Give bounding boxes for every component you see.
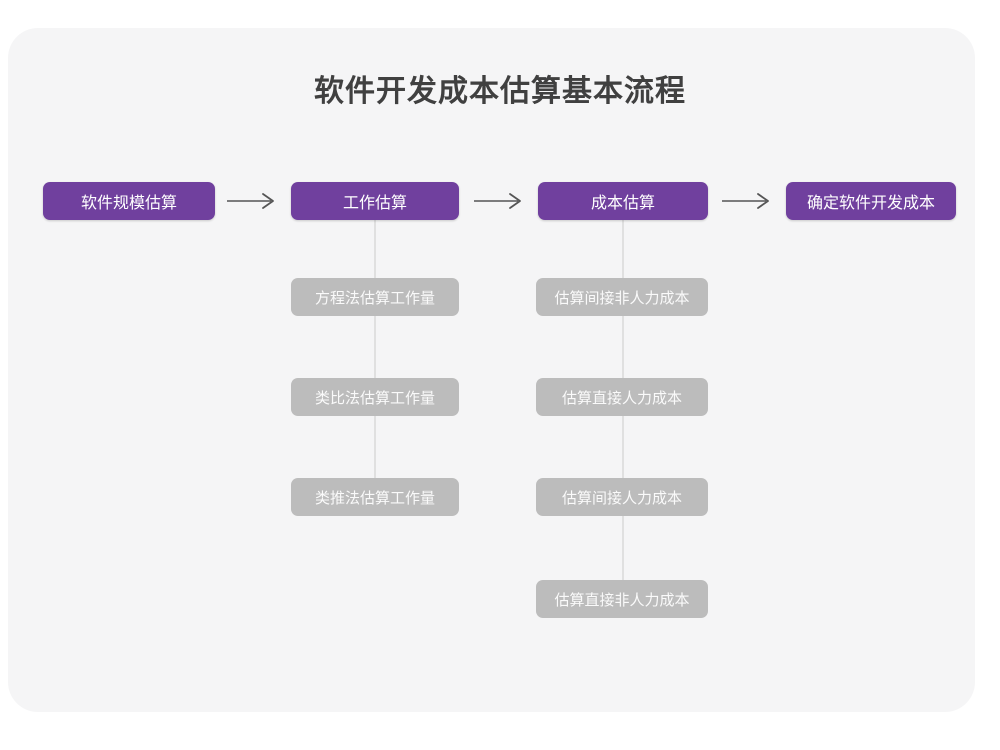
substep-box-direct-nonlabor-cost[interactable]: 估算直接非人力成本 <box>536 580 708 618</box>
stage-box-effort-estimation[interactable]: 工作估算 <box>291 182 459 220</box>
substep-box-indirect-labor-cost[interactable]: 估算间接人力成本 <box>536 478 708 516</box>
substep-box-effort-inference-method[interactable]: 类推法估算工作量 <box>291 478 459 516</box>
page-title: 软件开发成本估算基本流程 <box>314 75 686 108</box>
connector-line-stage2 <box>374 215 376 515</box>
arrow-right-icon-3 <box>720 190 776 212</box>
stage-box-cost-estimation[interactable]: 成本估算 <box>538 182 708 220</box>
arrow-right-icon-1 <box>225 190 281 212</box>
substep-box-effort-equation-method[interactable]: 方程法估算工作量 <box>291 278 459 316</box>
diagram-card <box>8 28 975 712</box>
substep-box-indirect-nonlabor-cost[interactable]: 估算间接非人力成本 <box>536 278 708 316</box>
stage-box-determine-development-cost[interactable]: 确定软件开发成本 <box>786 182 956 220</box>
arrow-right-icon-2 <box>472 190 528 212</box>
stage-box-software-scale-estimation[interactable]: 软件规模估算 <box>43 182 215 220</box>
substep-box-direct-labor-cost[interactable]: 估算直接人力成本 <box>536 378 708 416</box>
substep-box-effort-analogy-method[interactable]: 类比法估算工作量 <box>291 378 459 416</box>
